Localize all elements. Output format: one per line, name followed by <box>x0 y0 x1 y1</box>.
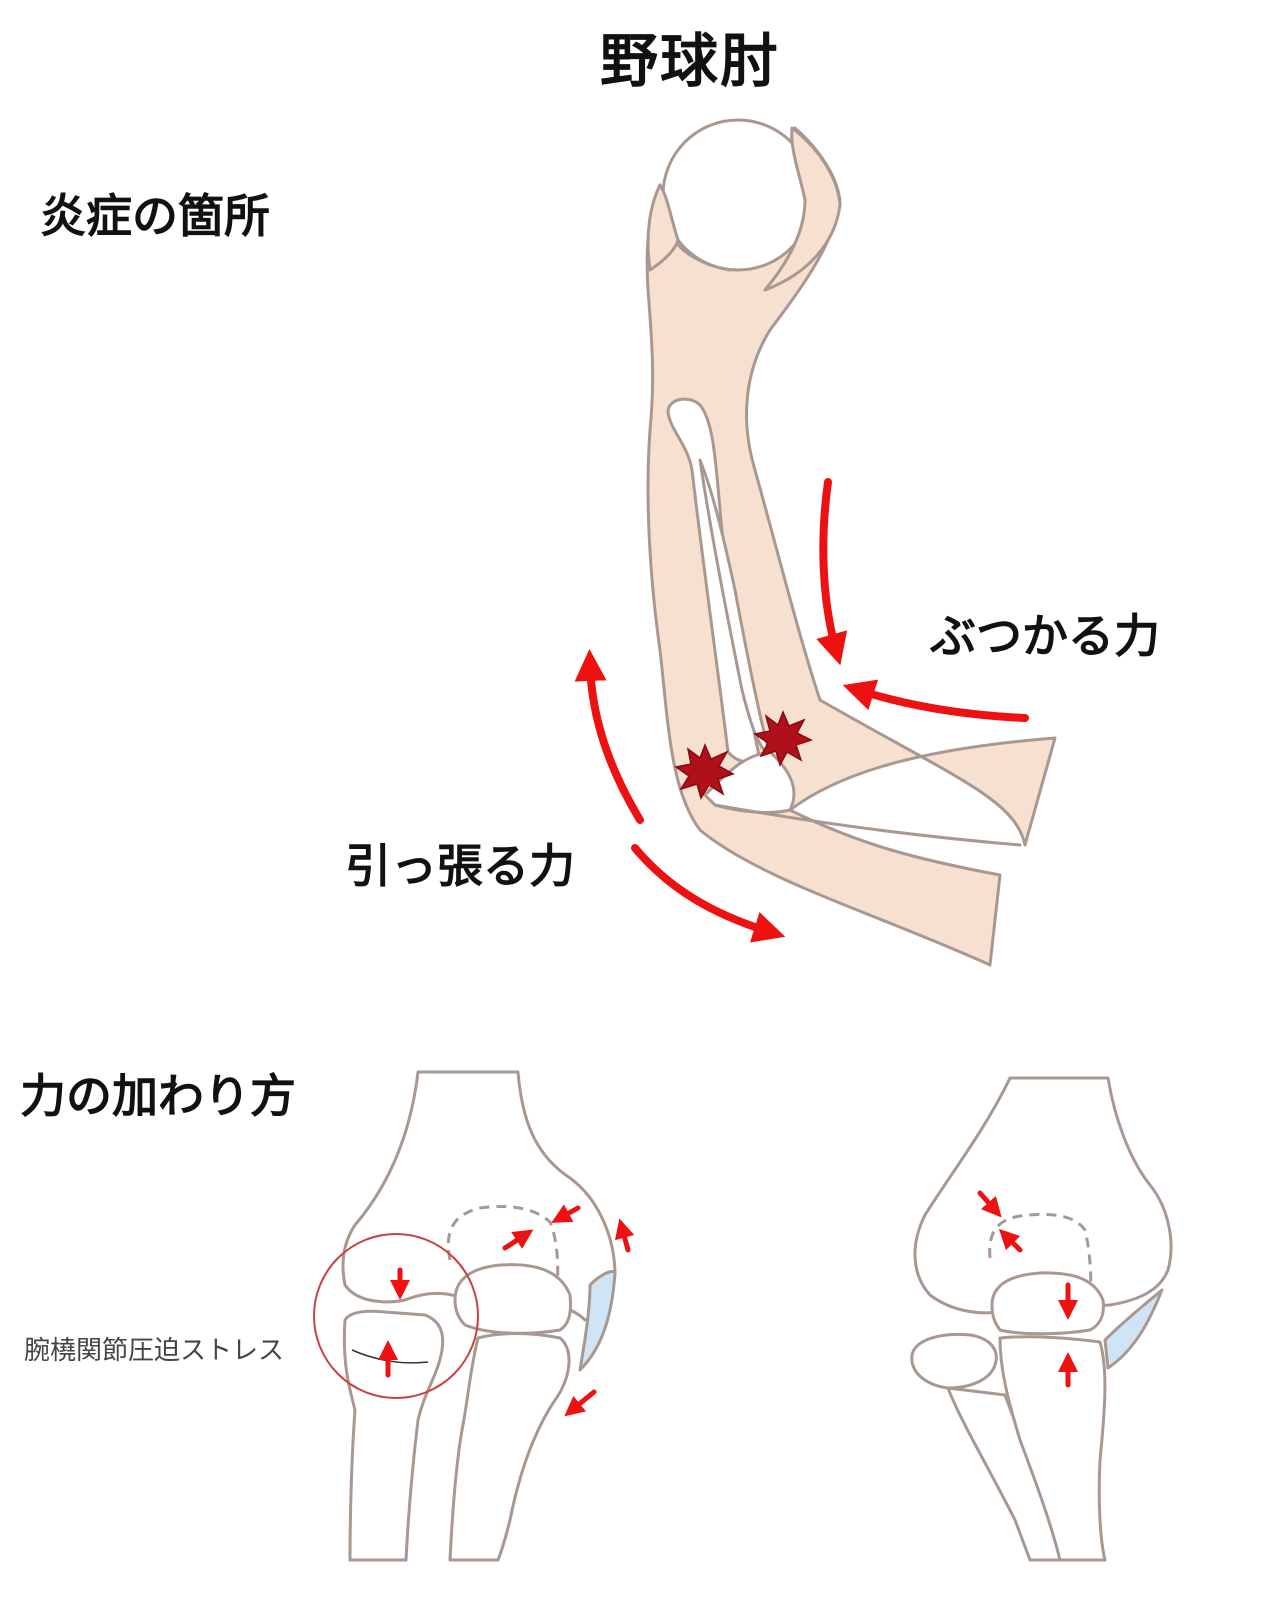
pull-arrow-up <box>574 649 644 824</box>
joint-diagram-right <box>910 1076 1173 1562</box>
impact-arrow-vertical <box>816 478 848 666</box>
impact-force-label: ぶつかる力 <box>930 609 1160 663</box>
radius-head-right <box>910 1332 998 1390</box>
capitellum-right <box>990 1271 1105 1336</box>
arrow-up-right <box>614 1218 635 1253</box>
arrow-ne <box>502 1229 534 1251</box>
joint-diagram-left <box>341 1070 617 1562</box>
ulna-left <box>448 1332 571 1562</box>
upper-arm-inner-edge <box>713 803 1022 847</box>
page-title: 野球肘 <box>600 27 781 95</box>
trochlea-dashed-outline <box>446 1205 560 1301</box>
force-application-heading: 力の加わり方 <box>20 1069 296 1123</box>
force-arrows-left <box>378 1204 635 1417</box>
highlight-circle <box>313 1233 479 1399</box>
force-arrows-right <box>977 1190 1078 1388</box>
radius-left <box>342 1309 445 1562</box>
ball <box>661 118 815 272</box>
arrow-down-left <box>564 1389 597 1417</box>
ulna-right <box>998 1335 1107 1562</box>
burst-icon <box>674 743 735 800</box>
fingers <box>763 126 842 292</box>
burst-icon <box>753 710 813 767</box>
cartilage-left <box>578 1270 617 1372</box>
thumb <box>646 183 680 272</box>
arm-illustration <box>645 118 1057 967</box>
arrow-nw <box>998 1228 1023 1253</box>
inflammation-sites-heading: 炎症の箇所 <box>40 189 270 243</box>
cartilage-right <box>1103 1288 1164 1370</box>
force-arrows-arm <box>574 478 1029 943</box>
arrow-se <box>977 1190 1002 1218</box>
inflammation-markers <box>674 710 813 800</box>
radiocapitellar-stress-label: 腕橈関節圧迫ストレス <box>24 1336 285 1366</box>
arrow-sw <box>551 1204 581 1223</box>
capitellum-left <box>453 1263 572 1335</box>
pull-arrow-down <box>631 844 786 943</box>
impact-arrow-horizontal <box>842 679 1029 722</box>
pulling-force-label: 引っ張る力 <box>345 839 575 893</box>
